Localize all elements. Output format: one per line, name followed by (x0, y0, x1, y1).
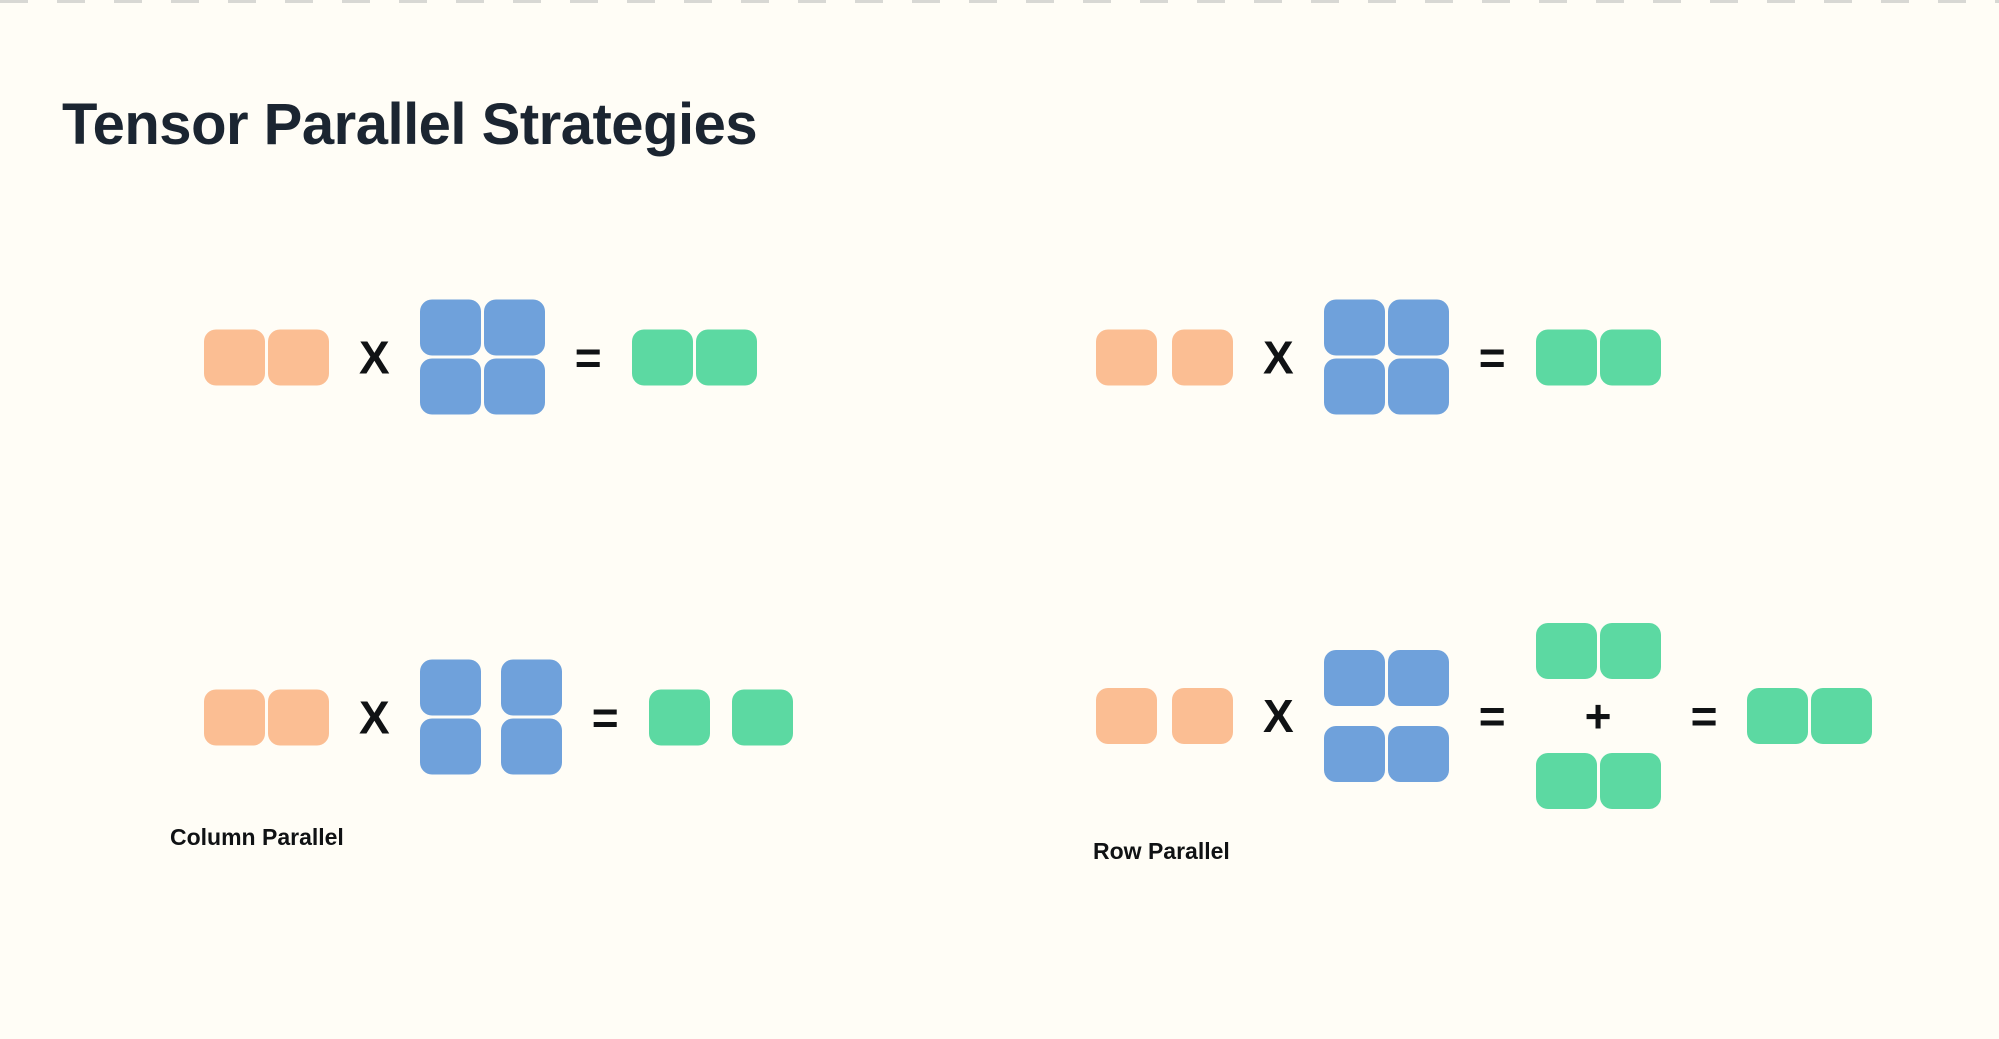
weight-matrix-block (483, 299, 545, 356)
weight-matrix-block (1387, 358, 1449, 415)
page-title: Tensor Parallel Strategies (62, 91, 758, 157)
input-vector-split-block (1096, 329, 1157, 385)
equals-operator: = (1690, 690, 1718, 742)
output-vector (1747, 688, 1873, 744)
input-vector-block (268, 689, 329, 745)
output-vector-block (1599, 329, 1661, 385)
weight-matrix (1323, 299, 1449, 415)
row-parallel-label: Row Parallel (1093, 838, 1230, 864)
input-vector-block (268, 329, 329, 385)
weight-matrix-block (1387, 299, 1449, 356)
partial-sum-stack: + (1535, 623, 1661, 809)
column-parallel-diagram: X= (204, 659, 793, 775)
output-vector-split-block (731, 689, 793, 745)
input-vector-split-block (1096, 688, 1157, 744)
output-vector-split (648, 689, 793, 745)
equals-operator: = (591, 691, 619, 743)
partial-output-bottom (1535, 753, 1661, 809)
baseline-matmul-left-diagram: X= (204, 299, 757, 415)
output-vector (631, 329, 757, 385)
weight-matrix-block (419, 358, 481, 415)
multiply-operator: X (359, 331, 390, 383)
partial-output-top-block (1535, 623, 1597, 679)
input-vector-block (204, 689, 265, 745)
equals-operator: = (574, 331, 602, 383)
column-parallel-label: Column Parallel (170, 824, 344, 850)
weight-matrix-column-split-block (419, 718, 481, 775)
weight-matrix-row-split-block (1323, 726, 1385, 782)
partial-output-bottom-block (1535, 753, 1597, 809)
partial-output-top (1535, 623, 1661, 679)
output-vector-block (631, 329, 693, 385)
equals-operator: = (1478, 690, 1506, 742)
weight-matrix (419, 299, 545, 415)
weight-matrix-column-split-block (500, 659, 562, 716)
multiply-operator: X (1263, 690, 1294, 742)
input-vector-split (1096, 688, 1233, 744)
input-vector (204, 689, 329, 745)
top-dashed-border (0, 0, 1999, 3)
output-vector-block (695, 329, 757, 385)
input-vector-split-block (1172, 329, 1233, 385)
weight-matrix-block (1323, 358, 1385, 415)
weight-matrix-column-split-block (419, 659, 481, 716)
weight-matrix-column-split (419, 659, 562, 775)
weight-matrix-row-split-block (1323, 650, 1385, 706)
weight-matrix-block (419, 299, 481, 356)
partial-output-top-block (1599, 623, 1661, 679)
input-vector-split (1096, 329, 1233, 385)
weight-matrix-row-split-block (1387, 726, 1449, 782)
multiply-operator: X (359, 691, 390, 743)
output-vector-block (1747, 688, 1809, 744)
input-vector (204, 329, 329, 385)
output-vector-block (1535, 329, 1597, 385)
output-vector-block (1811, 688, 1873, 744)
weight-matrix-column-split-block (500, 718, 562, 775)
row-parallel-diagram: X = + = (1096, 623, 1873, 809)
weight-matrix-block (483, 358, 545, 415)
weight-matrix-row-split-block (1387, 650, 1449, 706)
input-vector-block (204, 329, 265, 385)
equals-operator: = (1478, 331, 1506, 383)
output-vector-split-block (648, 689, 710, 745)
weight-matrix-row-split (1323, 650, 1449, 782)
input-vector-split-block (1172, 688, 1233, 744)
partial-output-bottom-block (1599, 753, 1661, 809)
output-vector (1535, 329, 1661, 385)
weight-matrix-block (1323, 299, 1385, 356)
plus-operator: + (1584, 690, 1612, 742)
multiply-operator: X (1263, 331, 1294, 383)
baseline-matmul-right-diagram: X= (1096, 299, 1661, 415)
